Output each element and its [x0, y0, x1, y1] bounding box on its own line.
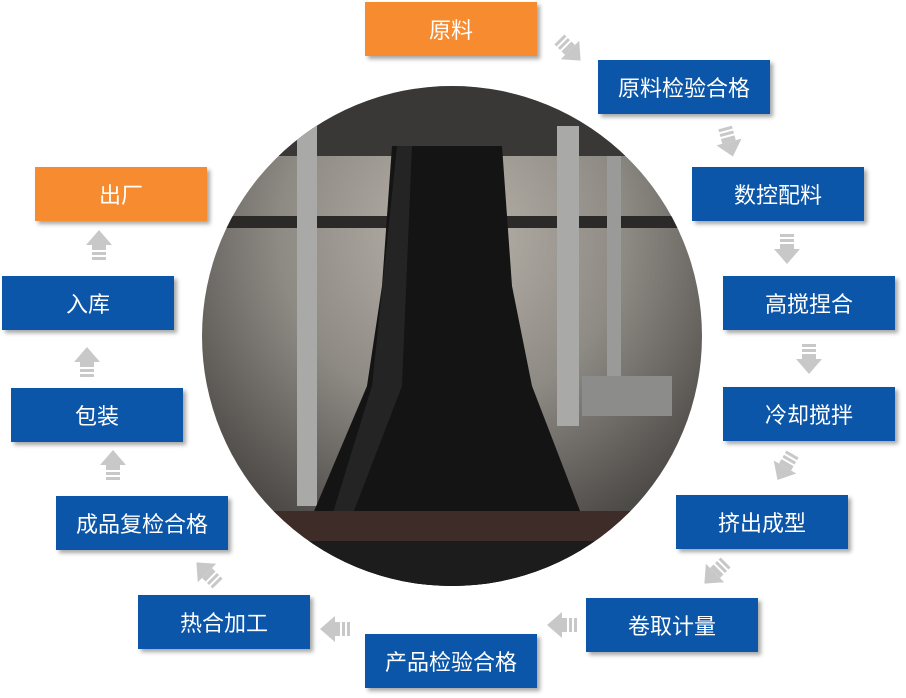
step-product-inspection: 产品检验合格 [365, 634, 537, 688]
flow-arrow-icon [770, 232, 804, 266]
flow-arrow-icon [762, 444, 808, 490]
step-raw-material: 原料 [365, 2, 537, 56]
flow-arrow-icon [318, 612, 352, 646]
flow-arrow-icon [545, 608, 579, 642]
flow-arrow-icon [691, 549, 739, 597]
step-heat-sealing: 热合加工 [138, 595, 310, 649]
blown-film-tower-illustration [202, 86, 702, 586]
flow-arrow-icon [546, 26, 594, 74]
step-shipment: 出厂 [35, 167, 207, 221]
step-extrusion: 挤出成型 [676, 495, 848, 549]
step-raw-material-inspection: 原料检验合格 [598, 60, 770, 114]
step-winding-metering: 卷取计量 [586, 598, 758, 652]
flow-arrow-icon [82, 228, 116, 262]
step-final-reinspection: 成品复检合格 [56, 496, 228, 550]
factory-photo [202, 86, 702, 586]
flow-arrow-icon [792, 342, 826, 376]
step-cooling-mixing: 冷却搅拌 [723, 387, 895, 441]
step-packaging: 包装 [11, 388, 183, 442]
flow-arrow-icon [96, 448, 130, 482]
flow-arrow-icon [708, 121, 750, 163]
flow-arrow-icon [183, 549, 231, 597]
flow-arrow-icon [70, 345, 104, 379]
step-cnc-batching: 数控配料 [692, 167, 864, 221]
step-high-speed-kneading: 高搅捏合 [723, 276, 895, 330]
step-warehousing: 入库 [2, 276, 174, 330]
